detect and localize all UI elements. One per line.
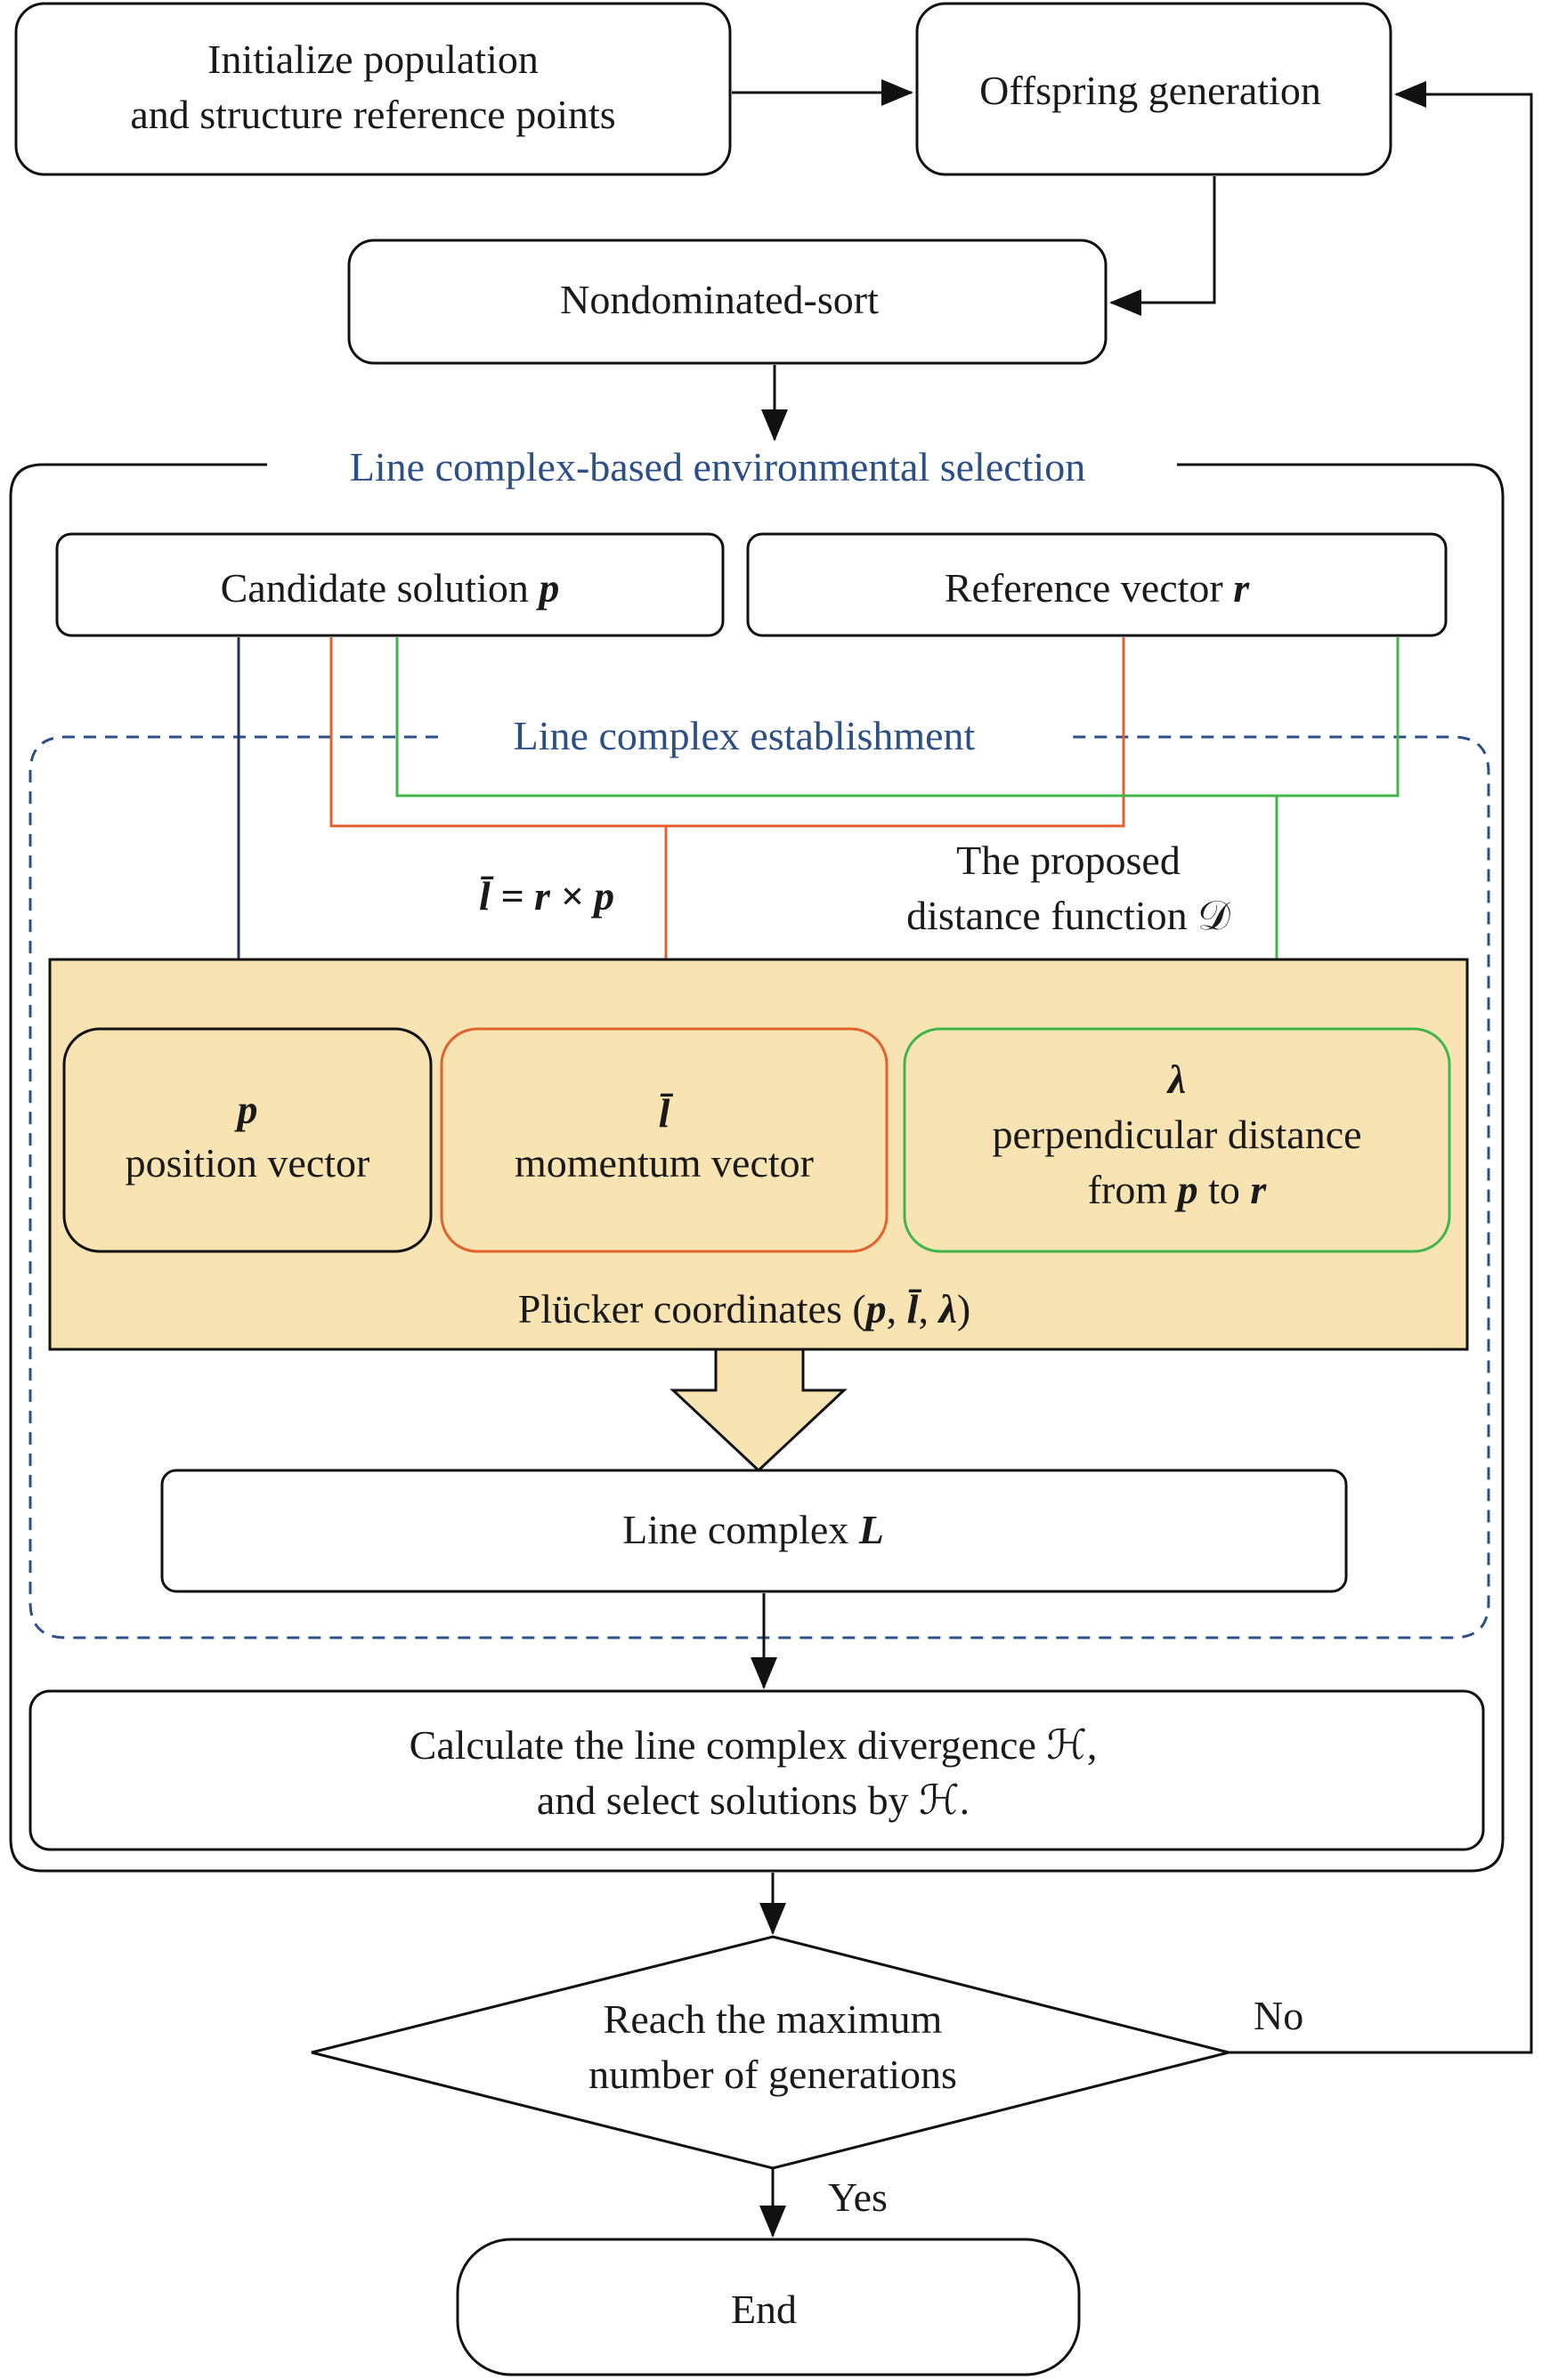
end-label: End xyxy=(731,2287,797,2332)
distfunc-line2: distance function 𝒟 xyxy=(906,893,1230,938)
divergence-box xyxy=(28,1689,1485,1851)
init-line2: and structure reference points xyxy=(130,92,615,137)
offspring-label: Offspring generation xyxy=(979,68,1321,113)
plucker-label: Plücker coordinates (p, l̄, λ) xyxy=(518,1286,970,1332)
end-box xyxy=(456,2238,1081,2376)
distfunc-line1: The proposed xyxy=(956,838,1181,883)
perpendicular-line1: perpendicular distance xyxy=(992,1112,1361,1157)
est-section-title: Line complex establishment xyxy=(514,713,976,758)
init-line1: Initialize population xyxy=(207,36,539,82)
plucker-to-linecomplex-arrow xyxy=(670,1348,848,1473)
reference-label: Reference vector r xyxy=(945,565,1250,611)
decision-line1: Reach the maximum xyxy=(604,1996,943,2042)
env-section-frame xyxy=(9,463,1505,1873)
nondom-label: Nondominated-sort xyxy=(560,277,879,322)
edge-no-label: No xyxy=(1254,1993,1303,2038)
position-var: p xyxy=(234,1087,258,1132)
decision-line2: number of generations xyxy=(588,2052,957,2097)
formula-label: l̄ = r × p xyxy=(479,873,614,919)
divergence-line1: Calculate the line complex divergence ℋ, xyxy=(410,1722,1098,1768)
linecomplex-label: Line complex L xyxy=(622,1507,884,1552)
env-section-title: Line complex-based environmental selecti… xyxy=(350,444,1085,490)
perpendicular-line2: from p to r xyxy=(1088,1167,1268,1212)
nondom-box xyxy=(347,239,1108,365)
perpendicular-box xyxy=(903,1027,1451,1253)
edge-decision-no xyxy=(1229,81,1533,2054)
momentum-box xyxy=(440,1027,889,1253)
divergence-line2: and select solutions by ℋ. xyxy=(537,1777,970,1823)
init-box xyxy=(14,2,732,176)
position-label: position vector xyxy=(126,1140,370,1186)
edge-distance-green xyxy=(395,637,1400,797)
candidate-label: Candidate solution p xyxy=(221,565,560,611)
est-section-frame xyxy=(28,735,1490,1639)
edge-r-p-momentum xyxy=(329,637,1125,828)
edge-yes-label: Yes xyxy=(828,2174,888,2220)
reference-box xyxy=(746,532,1448,637)
position-box xyxy=(62,1027,433,1253)
perpendicular-var: λ xyxy=(1166,1056,1186,1102)
momentum-label: momentum vector xyxy=(515,1140,814,1186)
offspring-box xyxy=(915,2,1392,176)
linecomplex-box xyxy=(160,1469,1348,1593)
edge-offspring-nondom xyxy=(1109,176,1216,316)
candidate-box xyxy=(55,532,725,637)
